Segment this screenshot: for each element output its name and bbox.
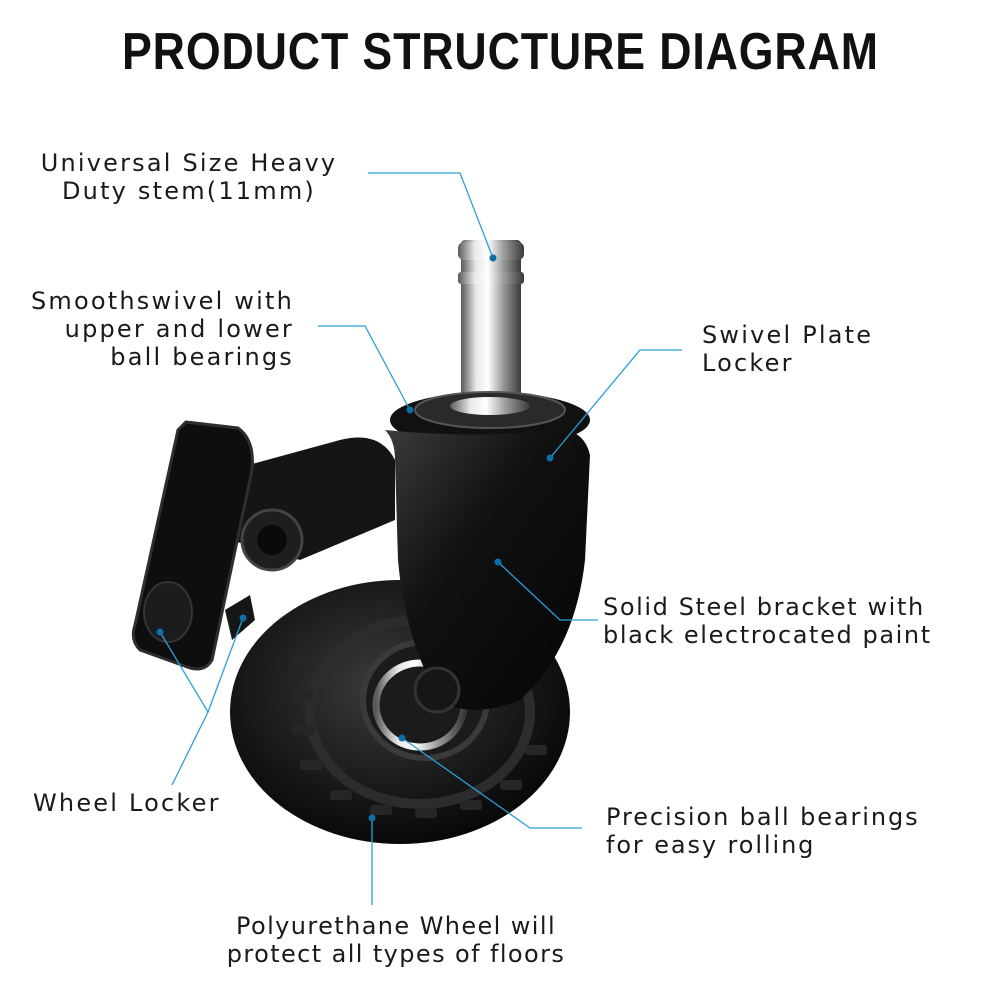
page-title: PRODUCT STRUCTURE DIAGRAM xyxy=(121,23,879,81)
label-wheel: Polyurethane Wheel will protect all type… xyxy=(196,912,596,968)
label-stem-line-2: Duty stem(11mm) xyxy=(61,177,316,205)
label-stem-line-1: Universal Size Heavy xyxy=(40,149,338,177)
dot-bearings xyxy=(398,734,406,742)
leader-bracket xyxy=(497,561,598,621)
label-bearings-line-2: for easy rolling xyxy=(606,831,816,859)
leader-wheel-locker-b xyxy=(207,617,244,713)
dot-wheel-locker-a xyxy=(156,628,164,636)
label-swivel-line-2: upper and lower xyxy=(64,315,294,343)
label-bracket: Solid Steel bracket with black electroca… xyxy=(603,593,932,649)
dot-plate xyxy=(546,454,554,462)
label-wheel-line-2: protect all types of floors xyxy=(226,940,566,968)
label-swivel: Smoothswivel with upper and lower ball b… xyxy=(8,287,294,371)
stem xyxy=(458,240,524,410)
label-wheel-locker-line-1: Wheel Locker xyxy=(33,789,221,817)
label-bearings: Precision ball bearings for easy rolling xyxy=(606,803,920,859)
leader-bearings xyxy=(401,737,582,829)
leader-swivel xyxy=(318,325,411,411)
dot-swivel xyxy=(406,406,414,414)
wheel-locker xyxy=(131,420,395,671)
label-bearings-line-1: Precision ball bearings xyxy=(606,803,920,831)
dot-wheel-locker-b xyxy=(239,614,247,622)
dot-bracket xyxy=(494,558,502,566)
steel-bracket xyxy=(385,428,590,710)
dot-wheel xyxy=(368,814,376,822)
label-swivel-plate: Swivel Plate Locker xyxy=(702,321,873,377)
label-swivel-line-1: Smoothswivel with xyxy=(31,287,294,315)
label-bracket-line-2: black electrocated paint xyxy=(603,621,932,649)
label-stem: Universal Size Heavy Duty stem(11mm) xyxy=(30,149,348,205)
label-wheel-locker: Wheel Locker xyxy=(33,789,221,817)
leader-stem xyxy=(368,172,494,259)
label-plate-line-2: Locker xyxy=(702,349,794,377)
label-swivel-line-3: ball bearings xyxy=(110,343,294,371)
leader-plate xyxy=(549,349,682,459)
axle-cap xyxy=(413,666,461,714)
label-bracket-line-1: Solid Steel bracket with xyxy=(603,593,925,621)
label-plate-line-1: Swivel Plate xyxy=(702,321,874,349)
dot-stem xyxy=(489,254,497,262)
label-wheel-line-1: Polyurethane Wheel will xyxy=(235,912,557,940)
